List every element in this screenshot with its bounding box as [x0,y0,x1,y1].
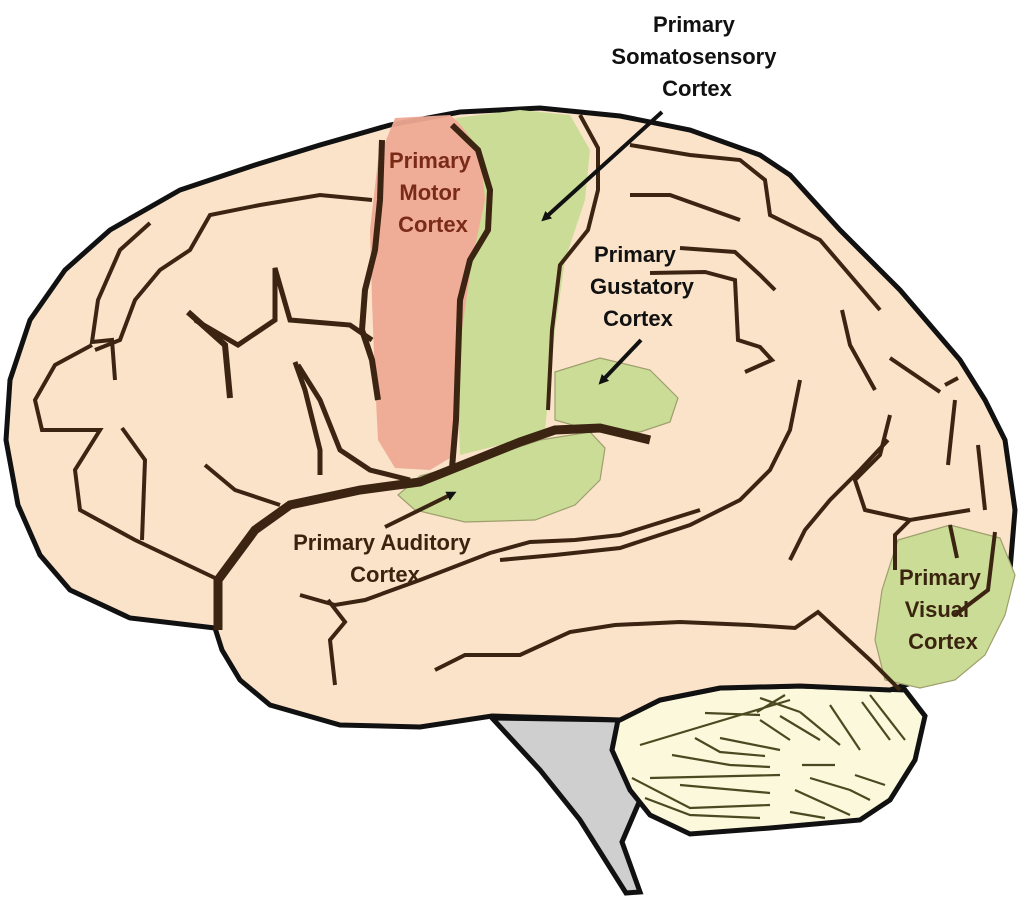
label-gustatory: Primary Gustatory Cortex [590,242,700,331]
label-line: Cortex [350,562,420,587]
label-line: Gustatory [590,274,695,299]
somatosensory-arrow [541,110,664,222]
label-auditory: Primary Auditory Cortex [293,530,477,587]
label-line: Somatosensory [611,44,777,69]
label-line: Primary Auditory [293,530,471,555]
label-line: Primary [899,565,982,590]
label-motor: Primary Motor Cortex [389,148,477,237]
auditory-arrow [384,491,457,529]
label-line: Cortex [603,306,673,331]
cerebellum [609,683,928,837]
label-line: Cortex [662,76,732,101]
label-line: Visual [905,597,969,622]
gustatory-arrow [598,338,643,385]
label-line: Motor [399,180,461,205]
gustatory-cortex-region [554,357,679,433]
label-line: Primary [389,148,472,173]
arrows [384,110,664,529]
label-visual: Primary Visual Cortex [899,565,987,654]
label-somatosensory: Primary Somatosensory Cortex [611,12,782,101]
label-line: Primary [594,242,677,267]
visual-cortex-region [874,524,1016,689]
cerebellum-folia [631,694,906,820]
label-line: Cortex [908,629,978,654]
sulci [32,114,997,692]
label-line: Primary [653,12,736,37]
label-line: Cortex [398,212,468,237]
